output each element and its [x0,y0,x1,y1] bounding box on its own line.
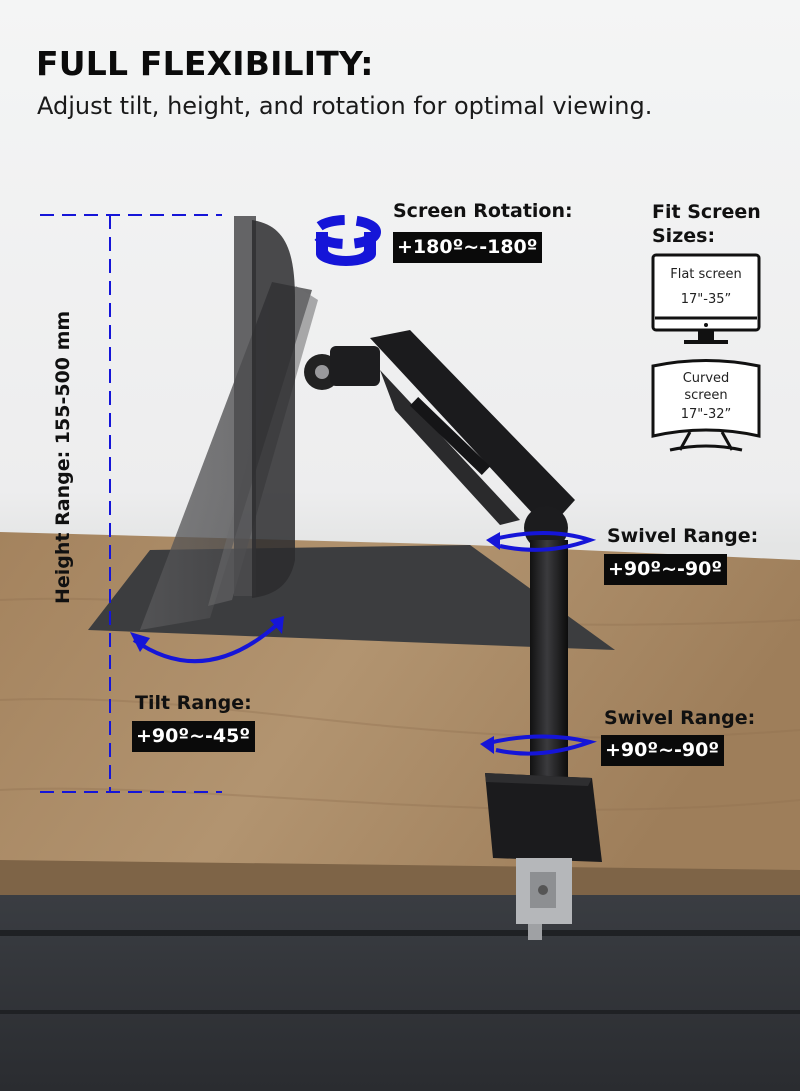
swivel-lower-label: Swivel Range: [604,707,756,729]
swivel-upper-arrow [486,531,597,552]
screen-rotation-label: Screen Rotation: [393,200,573,222]
screen-rotation-value: +180º~-180º [393,232,543,263]
curved-screen-name-line1: Curved [682,371,730,386]
swivel-lower-value: +90º~-90º [601,735,725,766]
flat-screen-size: 17"-35” [680,292,732,307]
swivel-lower-arrow [480,734,597,756]
fit-screen-title-line2: Sizes: [652,225,716,247]
curved-screen-icon [651,359,761,452]
flat-screen-name: Flat screen [670,267,742,282]
swivel-upper-value: +90º~-90º [604,554,728,585]
monitor-upright [234,216,295,598]
curved-screen-name: Curved screen [655,370,757,404]
curved-screen-size: 17"-32” [680,407,732,422]
tilt-arrow [130,616,284,664]
rotation-icon [311,215,381,266]
page-title: FULL FLEXIBILITY: [36,44,374,83]
monitor-arm [304,330,602,940]
flat-screen-icon [651,253,761,344]
fit-screen-title-line1: Fit Screen [652,201,761,223]
curved-screen-name-line2: screen [684,388,728,403]
page-subtitle: Adjust tilt, height, and rotation for op… [37,92,653,120]
tilt-range-label: Tilt Range: [135,692,252,714]
fit-screen-title: Fit Screen Sizes: [652,200,782,248]
swivel-upper-label: Swivel Range: [607,525,759,547]
desk [0,532,800,1091]
height-range-label: Height Range: 155-500 mm [52,310,74,604]
height-range-guides [40,214,222,793]
tilt-range-value: +90º~-45º [132,721,256,752]
